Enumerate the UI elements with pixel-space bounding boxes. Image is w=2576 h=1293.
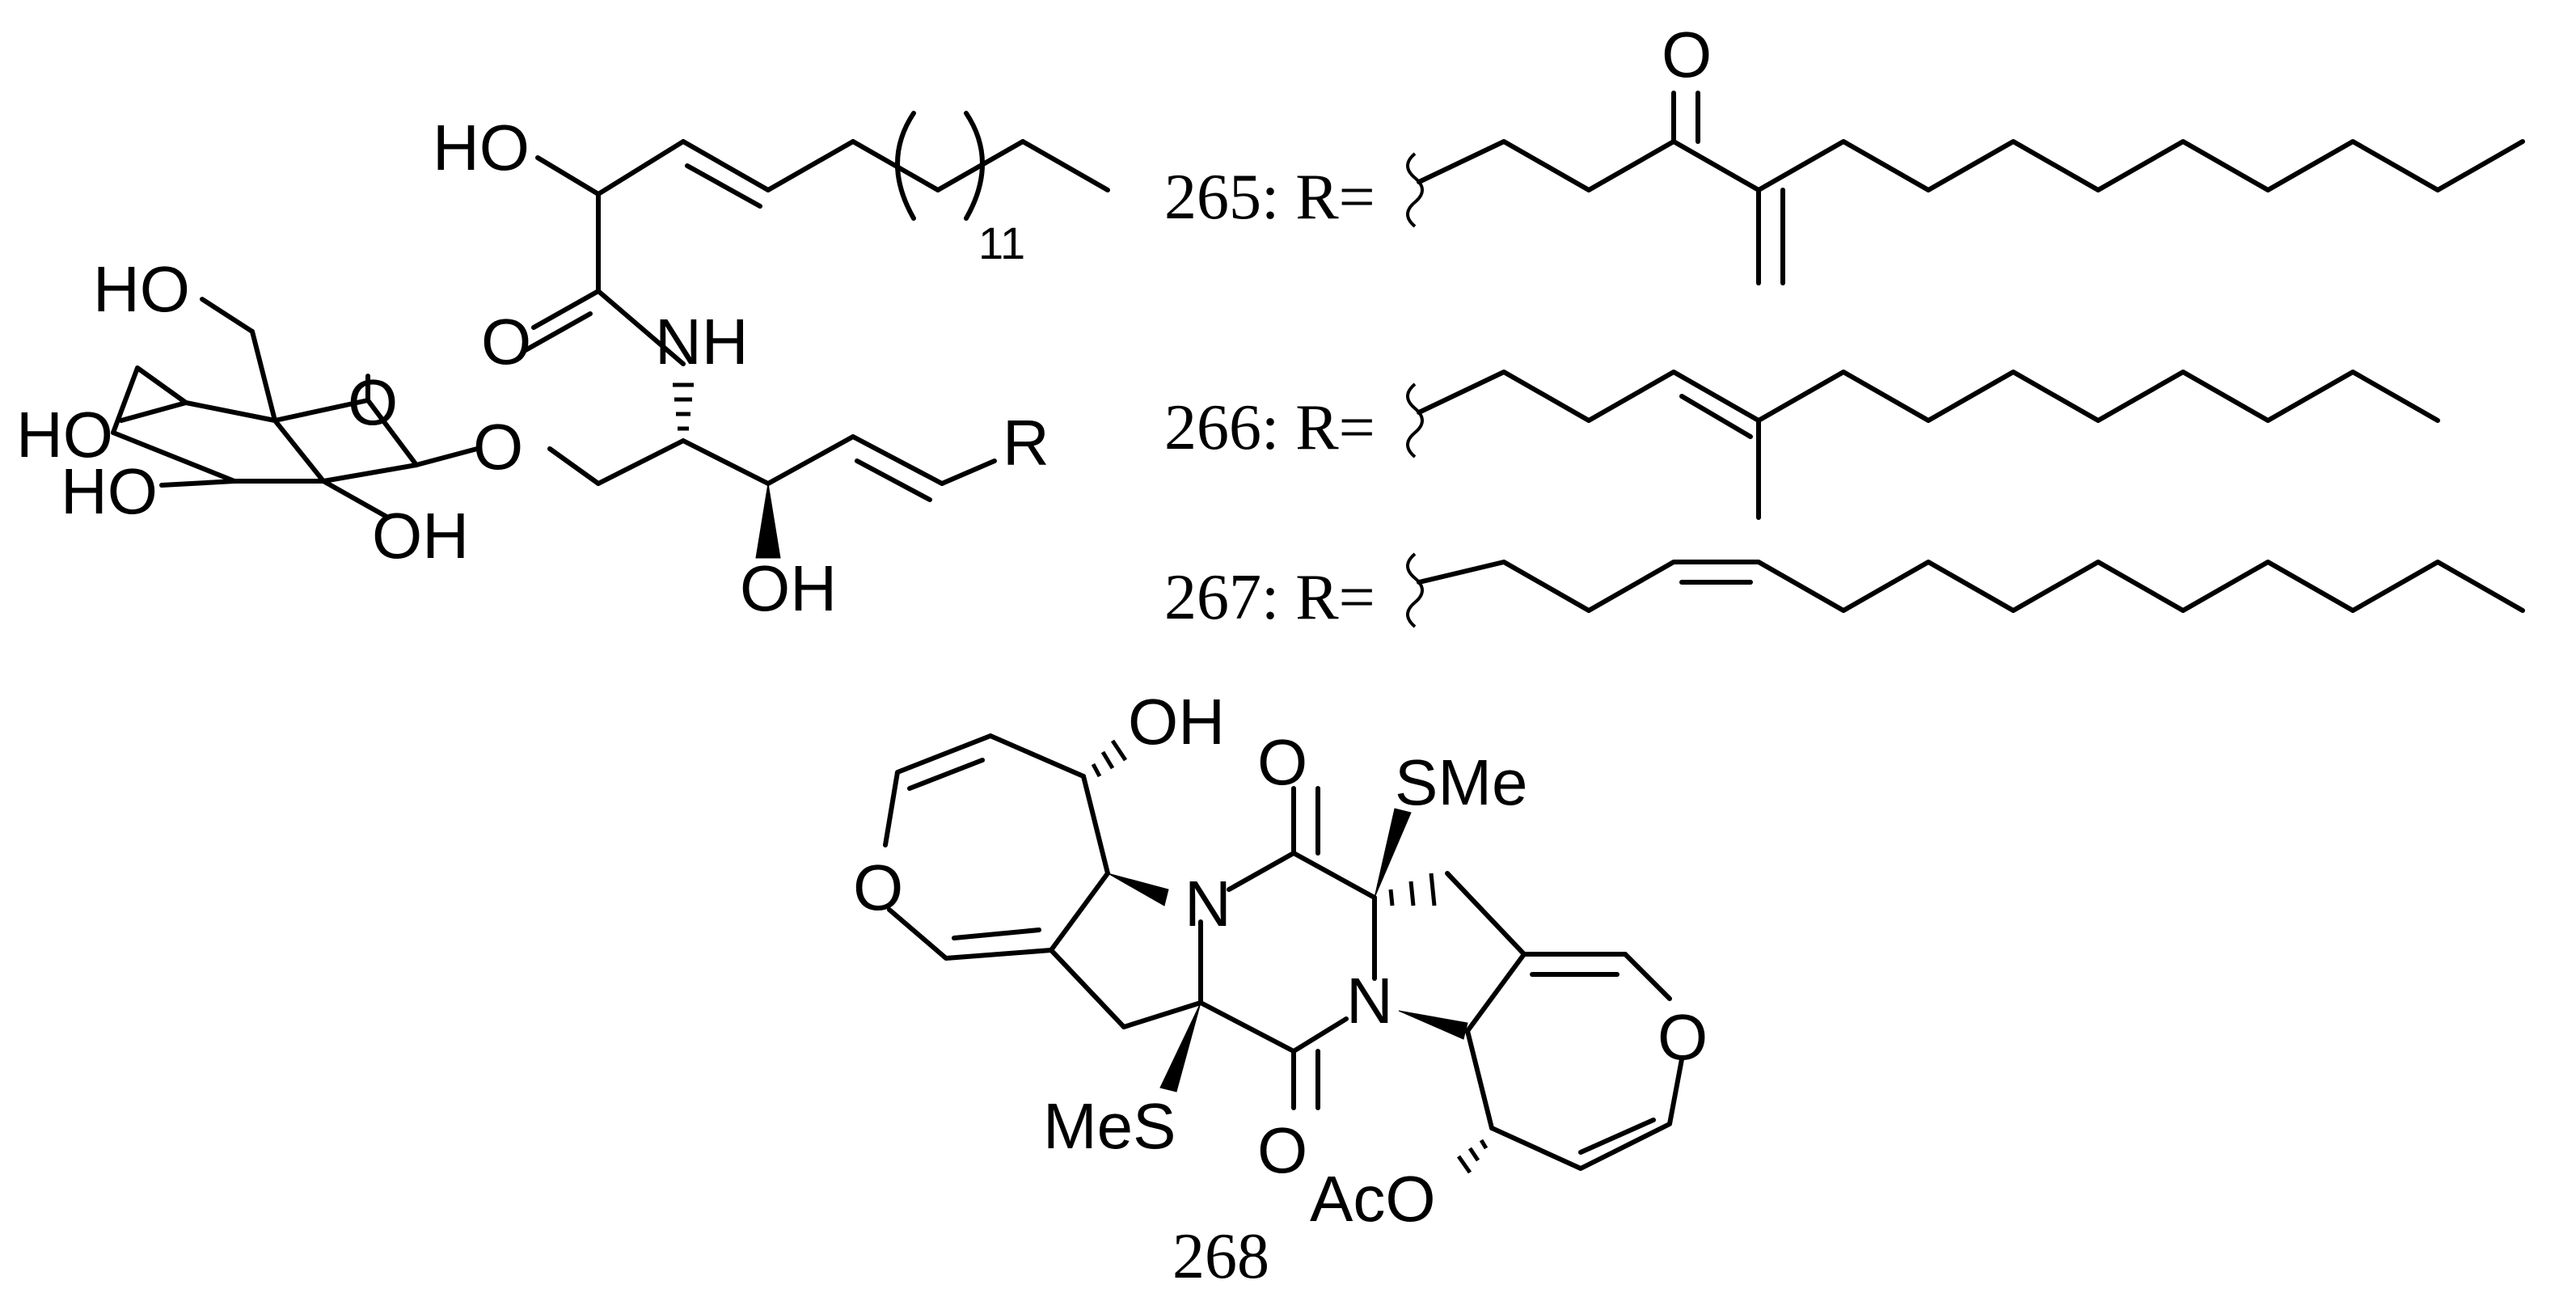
label-266: 266: R= xyxy=(1164,392,1375,463)
repeat-subscript: 11 xyxy=(978,218,1025,268)
left-pyrrolidine-1 xyxy=(1049,948,1126,1029)
atom-o-right-oxepine: O xyxy=(1658,1001,1708,1073)
dkp-1 xyxy=(1227,851,1296,892)
hashed-bond-nh xyxy=(673,382,694,431)
left-oxepine-1 xyxy=(883,733,993,847)
wavy-bond-265 xyxy=(1406,152,1424,228)
atom-n-left: N xyxy=(1185,868,1231,940)
hashed-bond-right-ch2 xyxy=(1388,873,1437,906)
chain-265 xyxy=(1417,139,2525,192)
atom-oh-ring: OH xyxy=(372,500,469,572)
right-oxepine-double-2 xyxy=(1578,1118,1656,1155)
wavy-bond-266 xyxy=(1406,382,1424,458)
chain-267 xyxy=(1417,560,2525,613)
atom-oh-backbone: OH xyxy=(740,552,837,624)
ring-bond-lower xyxy=(111,430,237,484)
backbone-bond-2 xyxy=(681,438,771,486)
paren-right xyxy=(964,111,985,221)
backbone-bond-1 xyxy=(596,438,686,486)
atom-o-265: O xyxy=(1662,19,1712,91)
right-pyrrolidine-1 xyxy=(1445,871,1527,957)
amide-carbonyl-double xyxy=(523,311,593,353)
wedge-right-n xyxy=(1398,1010,1468,1040)
chain-bond-5 xyxy=(1020,139,1110,192)
atom-o-left-oxepine: O xyxy=(853,851,903,923)
alkene-266-double xyxy=(1679,394,1753,439)
atom-o-glycosidic: O xyxy=(473,411,523,483)
dkp-2 xyxy=(1291,851,1377,900)
substituent-266: 266: R= xyxy=(1164,370,2440,520)
glycosidic-bond-1 xyxy=(414,446,479,467)
left-oxepine-4 xyxy=(1081,774,1110,876)
left-oxepine-5 xyxy=(1049,871,1110,953)
atom-o-dkp-bottom: O xyxy=(1257,1114,1307,1186)
amide-carbonyl xyxy=(531,289,601,330)
atom-ho-ring-1: HO xyxy=(16,399,113,471)
alpha-oh-bond xyxy=(535,155,601,196)
atom-o-ring: O xyxy=(348,366,398,438)
wedge-bond-oh xyxy=(755,483,781,559)
compound-268-structure: OH O N O SMe N O MeS O AcO 268 xyxy=(853,686,1708,1292)
glycosidic-bond-2 xyxy=(547,446,601,486)
left-oxepine-2 xyxy=(887,907,1054,961)
chain-266 xyxy=(1417,370,2440,423)
left-pyrrolidine-2 xyxy=(1121,1000,1203,1029)
right-oxepine-2 xyxy=(1623,952,1672,1001)
ch2oh-bond-1 xyxy=(250,329,277,423)
chain-alkene-double xyxy=(685,163,762,209)
right-pyrrolidine-2 xyxy=(1465,952,1527,1033)
label-265: 265: R= xyxy=(1164,162,1375,233)
label-268: 268 xyxy=(1172,1221,1269,1292)
backbone-alkene xyxy=(851,434,944,486)
backbone-to-r xyxy=(940,458,997,486)
atom-oh-268: OH xyxy=(1128,686,1225,758)
ch2oh-bond-2 xyxy=(200,297,255,334)
dkp-4 xyxy=(1198,1000,1296,1054)
atom-mes: MeS xyxy=(1043,1090,1176,1162)
label-267: 267: R= xyxy=(1164,562,1375,633)
wedge-mes xyxy=(1159,1002,1201,1092)
atom-ho-ring-2: HO xyxy=(61,455,158,527)
left-oxepine-double-2 xyxy=(952,927,1041,940)
left-oxepine-3 xyxy=(988,733,1086,779)
right-oxepine-3 xyxy=(1489,1057,1684,1171)
chain-bond-1 xyxy=(596,139,686,196)
atom-o-dkp-top: O xyxy=(1257,726,1307,798)
sugar-ring-bond xyxy=(272,398,370,423)
hashed-bond-oac xyxy=(1456,1139,1489,1174)
paren-left xyxy=(895,111,916,221)
atom-aco: AcO xyxy=(1310,1163,1436,1235)
ring-oh-bond-2 xyxy=(159,479,237,488)
glycosphingolipid-structure: HO O NH 11 HO O HO HO OH O OH R xyxy=(16,111,1110,624)
wedge-sme xyxy=(1374,808,1412,898)
ring-oh-bond-3 xyxy=(321,479,391,520)
chain-bond-2 xyxy=(766,139,855,192)
atom-sme: SMe xyxy=(1395,746,1528,818)
ring-oh-bond-1 xyxy=(119,400,188,423)
atom-r: R xyxy=(1003,407,1049,479)
atom-o-amide: O xyxy=(481,306,531,378)
substituent-265: 265: R= O xyxy=(1164,19,2525,285)
left-oxepine-double-1 xyxy=(907,758,985,791)
chain-alkene xyxy=(681,139,771,192)
atom-ho-ch2: HO xyxy=(93,253,190,325)
atom-nh: NH xyxy=(655,306,749,378)
backbone-alkene-double xyxy=(855,458,932,502)
substituent-267: 267: R= xyxy=(1164,552,2525,633)
atom-ho-alpha: HO xyxy=(433,112,530,184)
right-oxepine-4 xyxy=(1465,1029,1494,1130)
wavy-bond-267 xyxy=(1406,552,1424,628)
dkp-5 xyxy=(1291,1016,1349,1054)
amide-bond-1 xyxy=(596,289,686,366)
backbone-bond-3 xyxy=(766,434,855,486)
wedge-left-n xyxy=(1107,873,1169,906)
hashed-bond-oh-268 xyxy=(1091,739,1128,778)
atom-n-right: N xyxy=(1346,965,1393,1037)
